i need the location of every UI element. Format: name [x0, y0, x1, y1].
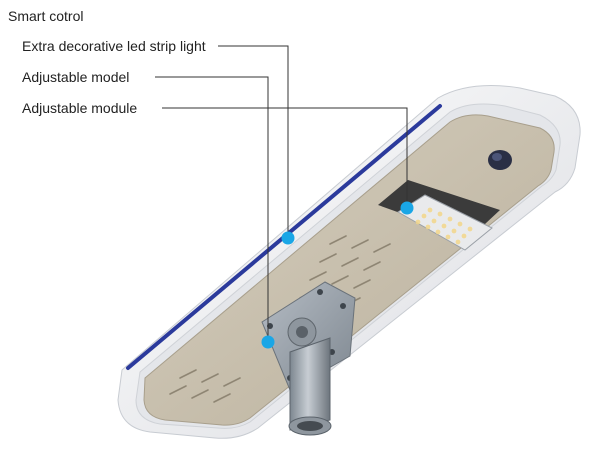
callout-dot-decorative-strip [281, 231, 295, 245]
pole [288, 337, 332, 436]
label-adjustable-model: Adjustable model [22, 69, 130, 85]
solar-panel-base [143, 114, 555, 426]
smart-control-sensor [488, 150, 512, 170]
label-decorative-strip: Extra decorative led strip light [22, 38, 206, 54]
callout-dot-adjustable-model [261, 335, 275, 349]
callout-lines [155, 45, 408, 342]
led-module [378, 180, 500, 251]
callout-dot-adjustable-module [400, 201, 414, 215]
label-smart-control: Smart cotrol [8, 8, 84, 24]
vent-slots [169, 235, 391, 403]
label-adjustable-module: Adjustable module [22, 100, 138, 116]
